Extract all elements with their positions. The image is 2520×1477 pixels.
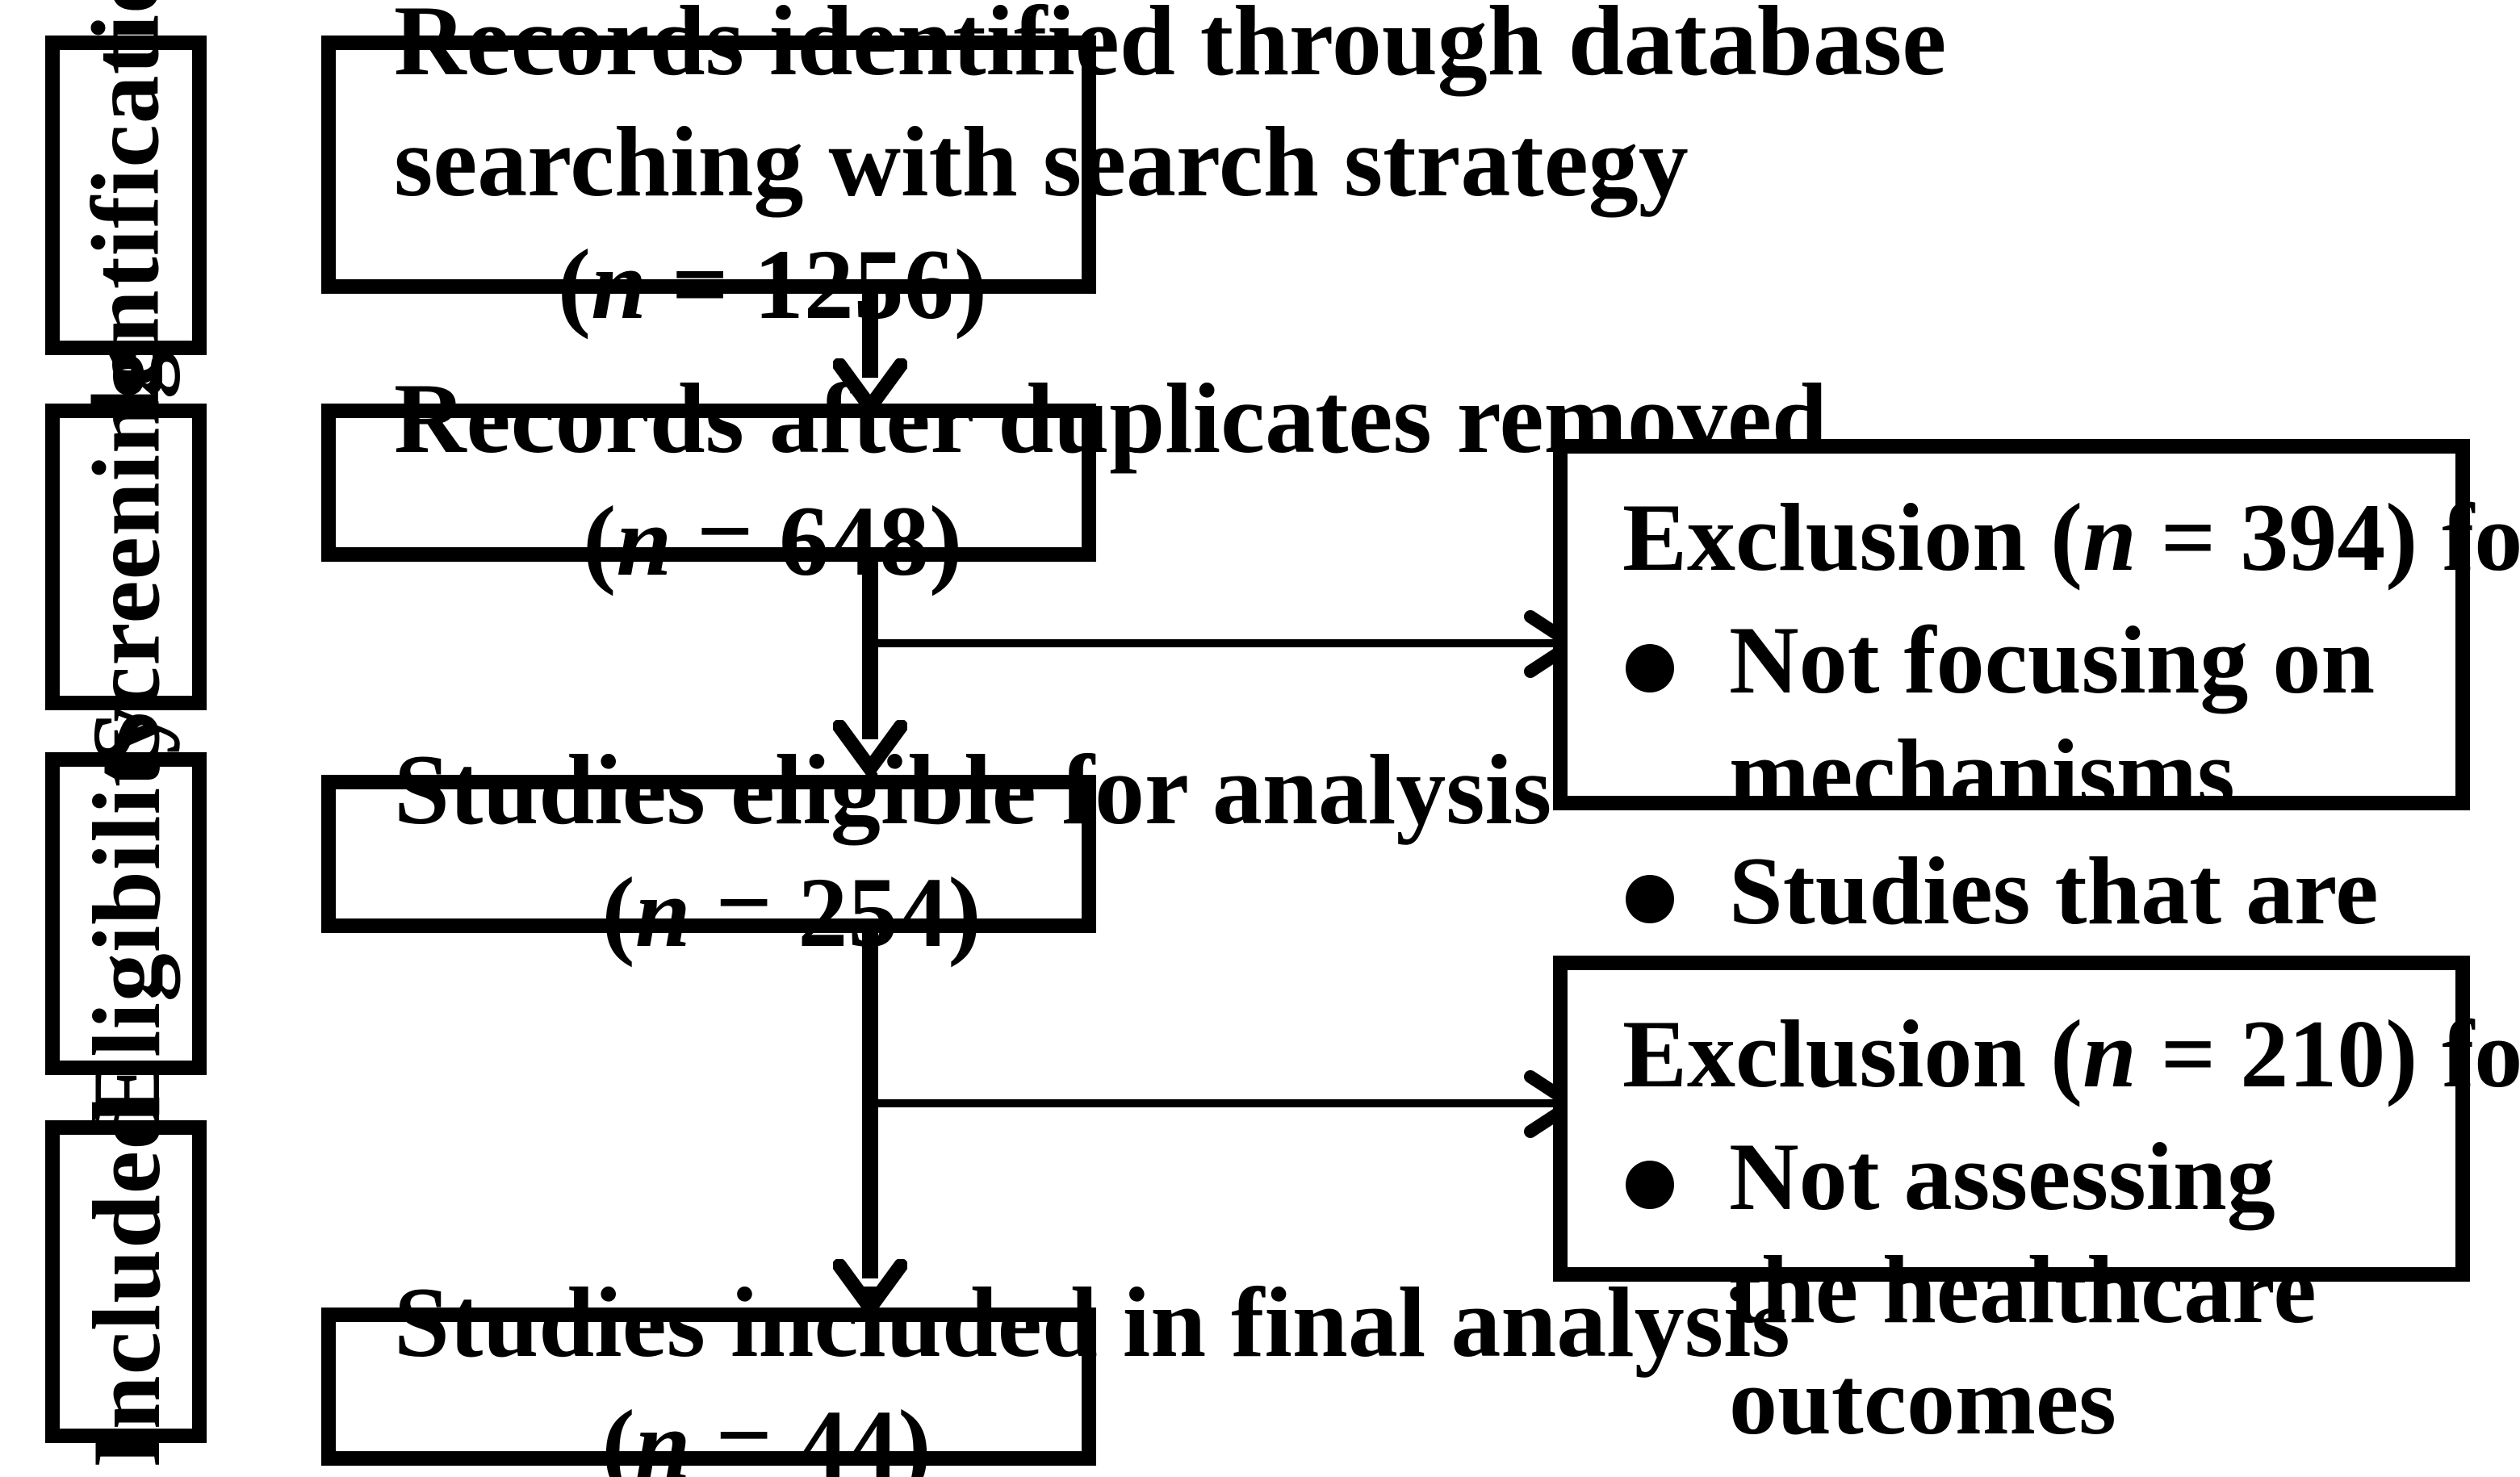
title-prefix: Exclusion (: [1622, 484, 2083, 591]
arrow-down-2: [833, 720, 907, 778]
count-value: 1256: [753, 230, 954, 341]
bullet-icon: [1626, 1161, 1674, 1209]
count-n-symbol: n: [634, 859, 691, 969]
stage-label-identification: Identification: [45, 0, 207, 481]
exclusion-eligibility-title: Exclusion (n = 210) for:: [1622, 996, 2520, 1112]
records-after-duplicates-count: (n = 648): [394, 483, 1023, 605]
count-suffix: ): [953, 230, 988, 341]
connector-line-1: [862, 294, 878, 378]
exclusion-reason-text: Not assessing the healthcare outcomes: [1729, 1123, 2317, 1455]
count-n-symbol: n: [616, 487, 672, 597]
exclusion-screening-title: Exclusion (n = 394) for:: [1622, 479, 2520, 596]
records-identified-line-1: Records identified through database: [394, 0, 1947, 97]
exclusion-reason-text: Not focusing on mechanisms: [1729, 607, 2376, 826]
count-suffix: ): [948, 859, 982, 969]
exclusion-box-eligibility: Exclusion (n = 210) for: Not assessing t…: [1553, 956, 2520, 1477]
bullet-icon: [1626, 875, 1674, 924]
stage-label-screening: Screening: [45, 349, 207, 764]
title-equals: =: [2136, 484, 2241, 591]
flow-box-records-after-duplicates: Records after duplicates removed (n = 64…: [321, 366, 1827, 597]
exclusion-reason-item: Not assessing the healthcare outcomes: [1622, 1122, 2420, 1459]
studies-included-count: (n = 44): [394, 1387, 1023, 1477]
connector-branch-2: [870, 1099, 1564, 1107]
title-prefix: Exclusion (: [1622, 1001, 2083, 1107]
studies-eligible-count: (n = 254): [394, 854, 1023, 976]
studies-included-line-1: Studies included in final analysis: [394, 1269, 1790, 1379]
bullet-icon: [1626, 644, 1674, 692]
count-equals: =: [647, 230, 754, 341]
count-prefix: (: [557, 230, 592, 341]
connector-branch-1: [870, 639, 1564, 647]
title-suffix: ) for:: [2385, 1001, 2520, 1107]
count-prefix: (: [583, 487, 617, 597]
title-suffix: ) for:: [2385, 484, 2520, 591]
records-identified-line-2: searching with search strategy: [394, 108, 1689, 219]
title-equals: =: [2136, 1001, 2241, 1107]
stage-label-included-text: Included: [73, 1095, 180, 1468]
stage-label-screening-text: Screening: [73, 349, 179, 764]
count-value: 648: [778, 487, 929, 597]
connector-line-2: [862, 562, 878, 739]
exclusion-reason-item: Not focusing on mechanisms: [1622, 605, 2420, 830]
stage-label-eligibility: Eligibility: [45, 705, 207, 1123]
count-prefix: (: [601, 1391, 635, 1477]
count-value: 254: [797, 859, 948, 969]
stage-label-included: Included: [45, 1095, 207, 1468]
count-equals: =: [672, 487, 779, 597]
count-suffix: ): [898, 1391, 931, 1477]
count-equals: =: [690, 859, 798, 969]
title-value: 394: [2240, 484, 2386, 591]
studies-eligible-line-1: Studies eligible for analysis: [394, 736, 1552, 847]
count-suffix: ): [928, 487, 963, 597]
count-n-symbol: n: [634, 1391, 691, 1477]
flow-box-studies-included: Studies included in final analysis (n = …: [321, 1270, 1790, 1477]
flow-box-records-identified: Records identified through database sear…: [321, 0, 1946, 341]
title-value: 210: [2240, 1001, 2386, 1107]
count-equals: =: [690, 1391, 798, 1477]
stage-label-eligibility-text: Eligibility: [73, 705, 180, 1123]
title-n-symbol: n: [2083, 1001, 2137, 1107]
exclusion-reason-item: Poor research designs: [1622, 1466, 2420, 1477]
exclusion-box-screening: Exclusion (n = 394) for: Not focusing on…: [1553, 439, 2520, 1057]
title-n-symbol: n: [2083, 484, 2137, 591]
records-identified-count: (n = 1256): [394, 226, 1023, 348]
flow-box-studies-eligible: Studies eligible for analysis (n = 254): [321, 737, 1551, 969]
count-n-symbol: n: [591, 230, 647, 341]
count-prefix: (: [601, 859, 635, 969]
count-value: 44: [797, 1391, 898, 1477]
exclusion-reason-text: Poor research designs: [1729, 1467, 2302, 1477]
records-after-duplicates-line-1: Records after duplicates removed: [394, 365, 1827, 475]
exclusion-eligibility-reason-list: Not assessing the healthcare outcomes Po…: [1622, 1122, 2420, 1477]
